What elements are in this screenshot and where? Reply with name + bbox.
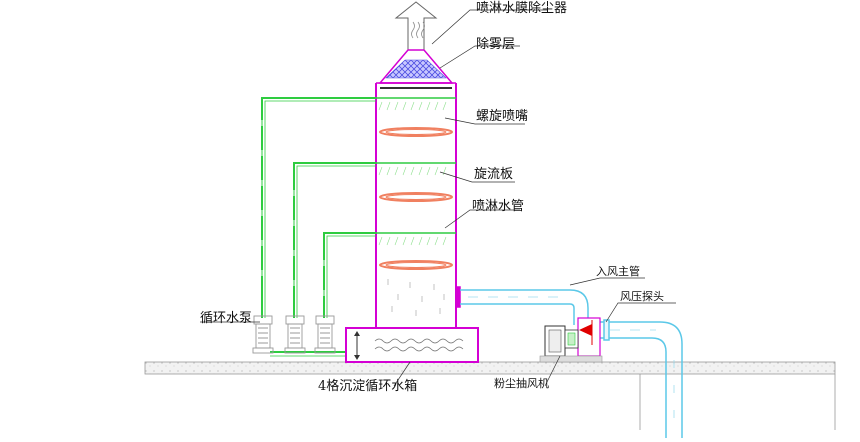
label-circulation-pump: 循环水泵 [200, 311, 253, 326]
label-swirl-plate: 旋流板 [474, 167, 514, 182]
airflow-marks [387, 279, 445, 316]
label-pressure-probe: 风压探头 [620, 290, 664, 303]
demister-cone [378, 49, 454, 89]
settling-tank [345, 327, 479, 363]
spray-level-3 [376, 232, 456, 270]
outlet-air-duct [600, 319, 683, 440]
spray-level-2 [376, 162, 456, 202]
pipe-flow-marks [261, 120, 325, 296]
pump-2 [284, 315, 306, 354]
label-dust-fan: 粉尘抽风机 [494, 377, 549, 390]
pump-3 [314, 315, 336, 354]
pump-1 [252, 315, 274, 354]
circulation-pumps [252, 315, 336, 354]
ground-slab [144, 361, 836, 430]
label-title: 喷淋水膜除尘器 [476, 1, 568, 16]
inlet-air-duct [455, 286, 589, 325]
label-settling-tank: 4格沉淀循环水箱 [318, 379, 418, 394]
exhaust-outlet [394, 1, 438, 51]
label-demister: 除雾层 [476, 37, 516, 52]
water-pipe-network [261, 97, 376, 357]
tower-body [375, 82, 457, 330]
label-inlet-main-pipe: 入风主管 [596, 265, 640, 278]
label-spiral-nozzle: 螺旋喷嘴 [476, 109, 529, 124]
leader-lines [200, 9, 676, 387]
spray-level-1 [376, 97, 456, 137]
label-spray-pipe: 喷淋水管 [472, 199, 525, 214]
dust-fan [539, 317, 603, 363]
